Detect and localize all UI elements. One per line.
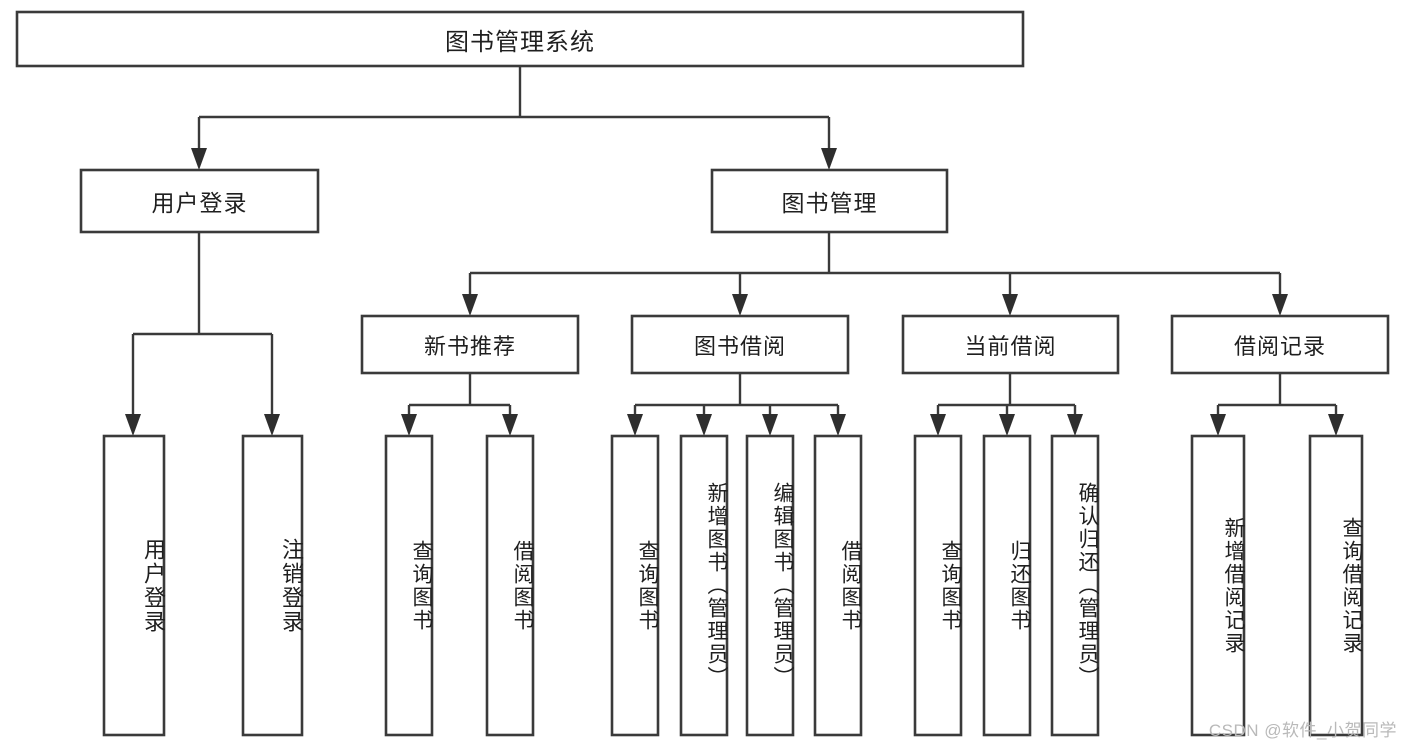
arrow-head-icon: [627, 414, 643, 436]
arrow-head-icon: [502, 414, 518, 436]
arrow-head-icon: [696, 414, 712, 436]
arrow-head-icon: [191, 148, 207, 170]
node-box-level2-0[interactable]: [79, 168, 320, 234]
arrow-head-icon: [125, 414, 141, 436]
node-box-leaf-4[interactable]: [610, 434, 660, 737]
arrow-head-icon: [732, 294, 748, 316]
arrow-head-icon: [762, 414, 778, 436]
arrow-head-icon: [999, 414, 1015, 436]
arrow-head-icon: [930, 414, 946, 436]
node-box-leaf-11[interactable]: [1190, 434, 1246, 737]
node-box-leaf-5[interactable]: [679, 434, 729, 737]
node-box-leaf-6[interactable]: [745, 434, 795, 737]
node-box-level3-2[interactable]: [901, 314, 1120, 375]
node-box-leaf-0[interactable]: [102, 434, 166, 737]
node-box-leaf-9[interactable]: [982, 434, 1032, 737]
node-box-level2-1[interactable]: [710, 168, 949, 234]
node-box-level3-3[interactable]: [1170, 314, 1390, 375]
arrow-head-icon: [401, 414, 417, 436]
node-box-layer: [15, 10, 1390, 737]
watermark-text: CSDN @软件_小贺同学: [1208, 721, 1397, 740]
arrow-head-icon: [1067, 414, 1083, 436]
node-box-leaf-1[interactable]: [241, 434, 304, 737]
arrow-head-icon: [264, 414, 280, 436]
node-box-level3-1[interactable]: [630, 314, 850, 375]
node-box-root[interactable]: [15, 10, 1025, 68]
arrow-head-icon: [821, 148, 837, 170]
node-box-leaf-10[interactable]: [1050, 434, 1100, 737]
arrow-head-icon: [830, 414, 846, 436]
connector-layer: [125, 66, 1344, 436]
node-box-leaf-7[interactable]: [813, 434, 863, 737]
arrow-head-icon: [1002, 294, 1018, 316]
arrow-head-icon: [1272, 294, 1288, 316]
node-box-leaf-8[interactable]: [913, 434, 963, 737]
node-box-leaf-2[interactable]: [384, 434, 434, 737]
node-box-leaf-3[interactable]: [485, 434, 535, 737]
node-box-leaf-12[interactable]: [1308, 434, 1364, 737]
arrow-head-icon: [462, 294, 478, 316]
node-box-level3-0[interactable]: [360, 314, 580, 375]
arrow-head-icon: [1210, 414, 1226, 436]
arrow-head-icon: [1328, 414, 1344, 436]
